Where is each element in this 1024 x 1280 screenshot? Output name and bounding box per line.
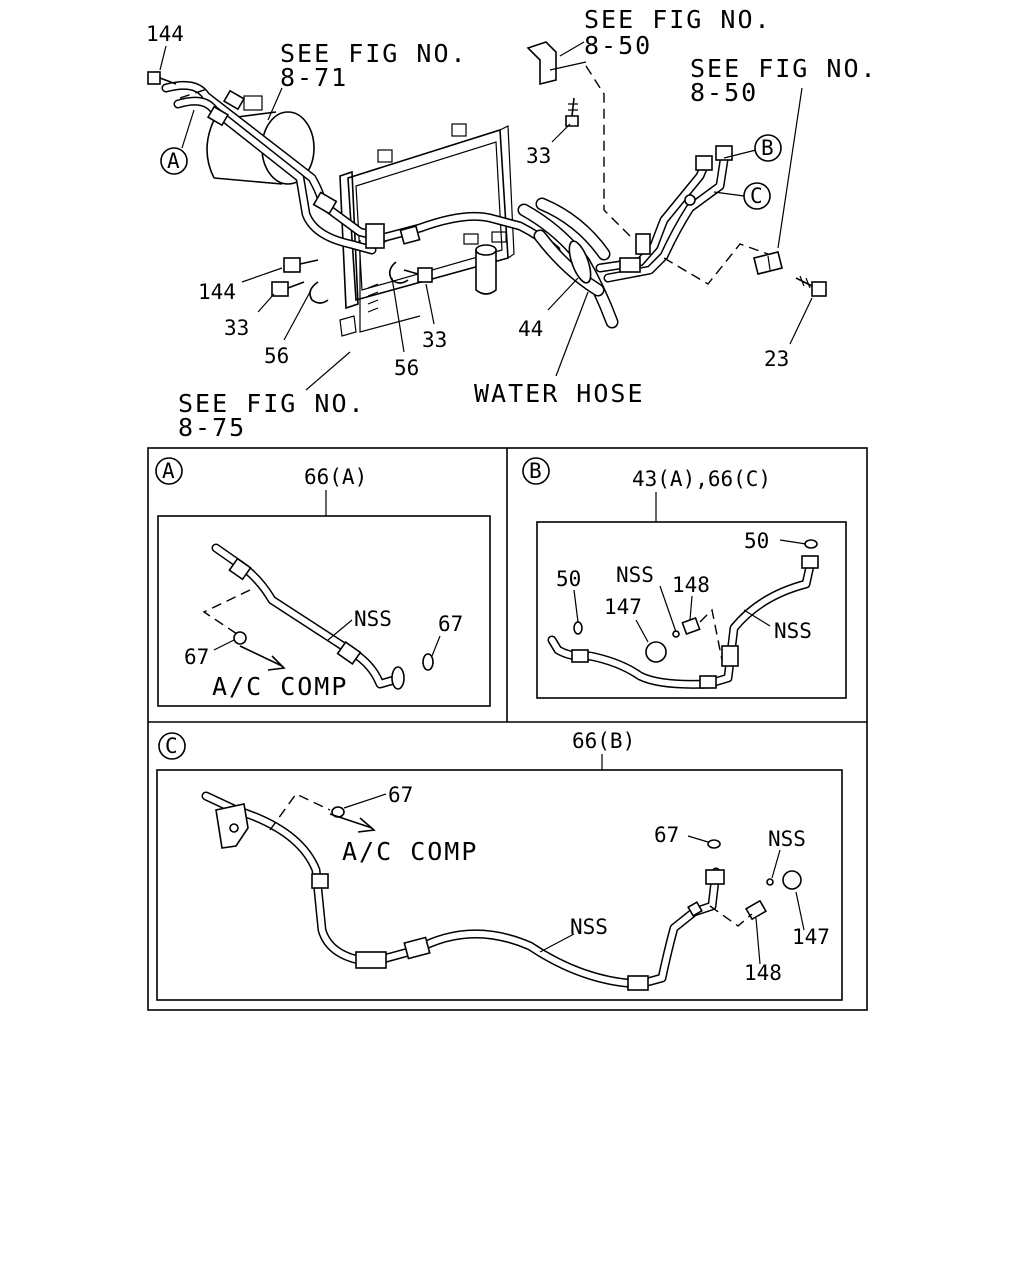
panel-c-ac-comp-label: A/C COMP	[342, 837, 478, 866]
ref-fig-850-right-line2: 8-50	[690, 78, 758, 107]
panel-c-callout-67-right: 67	[654, 823, 679, 847]
panel-b-pipe	[547, 539, 819, 689]
panel-c-callout-148: 148	[744, 961, 782, 985]
callout-33-right: 33	[422, 328, 447, 352]
panel-b-part-number: 43(A),66(C)	[632, 467, 771, 491]
ref-fig-871-line1: SEE FIG NO.	[280, 39, 468, 68]
panel-a-callout-67-left: 67	[184, 645, 209, 669]
panel-a-letter: A	[162, 459, 175, 483]
panel-a-nss-label: NSS	[354, 607, 392, 631]
detail-frame	[147, 447, 868, 1011]
main-assembly: 144 SEE FIG NO. 8-71 SEE FIG NO. 8-50 SE…	[146, 5, 878, 442]
panel-b-callout-148: 148	[672, 573, 710, 597]
ref-fig-850-top-line1: SEE FIG NO.	[584, 5, 772, 34]
callout-33-top: 33	[526, 144, 551, 168]
condenser	[339, 123, 515, 337]
callout-b-circle: B	[761, 136, 774, 160]
ref-fig-875-line1: SEE FIG NO.	[178, 389, 366, 418]
callout-144-top: 144	[146, 22, 184, 46]
panel-c-letter: C	[165, 734, 178, 758]
drier-bottle	[463, 231, 507, 295]
main-fittings	[206, 89, 733, 273]
water-hose-label: WATER HOSE	[474, 379, 645, 408]
ref-fig-850-top-line2: 8-50	[584, 31, 652, 60]
bolt-33-left	[271, 281, 305, 297]
panel-b-callout-50-right: 50	[744, 529, 769, 553]
bolt-144-top	[147, 71, 177, 85]
callout-56-right: 56	[394, 356, 419, 380]
panel-c-part-number: 66(B)	[572, 729, 635, 753]
bolt-33-top	[565, 97, 579, 127]
callout-144-left: 144	[198, 280, 236, 304]
panel-b-letter: B	[529, 459, 542, 483]
panel-c-pipe	[201, 791, 802, 991]
bolt-144-left	[283, 257, 319, 273]
detail-panel-c: C 66(B) 67	[156, 729, 843, 1001]
clip-56-left	[309, 281, 329, 304]
panel-a-pipe	[211, 543, 434, 690]
panel-b-nss-right: NSS	[774, 619, 812, 643]
bolt-23	[795, 275, 827, 297]
callout-56-left: 56	[264, 344, 289, 368]
panel-b-callout-147: 147	[604, 595, 642, 619]
panel-c-callout-67-top: 67	[388, 783, 413, 807]
water-hoses	[517, 197, 619, 329]
detail-panel-b: B 43(A),66(C) 50 50 NSS 148 147 NSS	[522, 457, 847, 699]
bolt-33-right	[403, 267, 433, 283]
callout-a-circle: A	[167, 149, 180, 173]
panel-b-callout-50-left: 50	[556, 567, 581, 591]
bracket-right	[753, 251, 783, 275]
panel-a-callout-67-right: 67	[438, 612, 463, 636]
panel-c-nss-mid: NSS	[570, 915, 608, 939]
ref-fig-871-line2: 8-71	[280, 63, 348, 92]
panel-a-ac-comp-label: A/C COMP	[212, 672, 348, 701]
panel-a-part-number: 66(A)	[304, 465, 367, 489]
detail-panel-a: A 66(A) NSS 67 67 A/C COMP	[155, 457, 491, 707]
callout-c-circle: C	[750, 184, 763, 208]
ref-fig-850-right-line1: SEE FIG NO.	[690, 54, 878, 83]
callout-33-left: 33	[224, 316, 249, 340]
callout-23: 23	[764, 347, 789, 371]
panel-c-callout-147: 147	[792, 925, 830, 949]
panel-c-nss-right: NSS	[768, 827, 806, 851]
ref-fig-875-line2: 8-75	[178, 413, 246, 442]
callout-44: 44	[518, 317, 543, 341]
bracket-top	[526, 41, 587, 86]
panel-b-nss-top: NSS	[616, 563, 654, 587]
